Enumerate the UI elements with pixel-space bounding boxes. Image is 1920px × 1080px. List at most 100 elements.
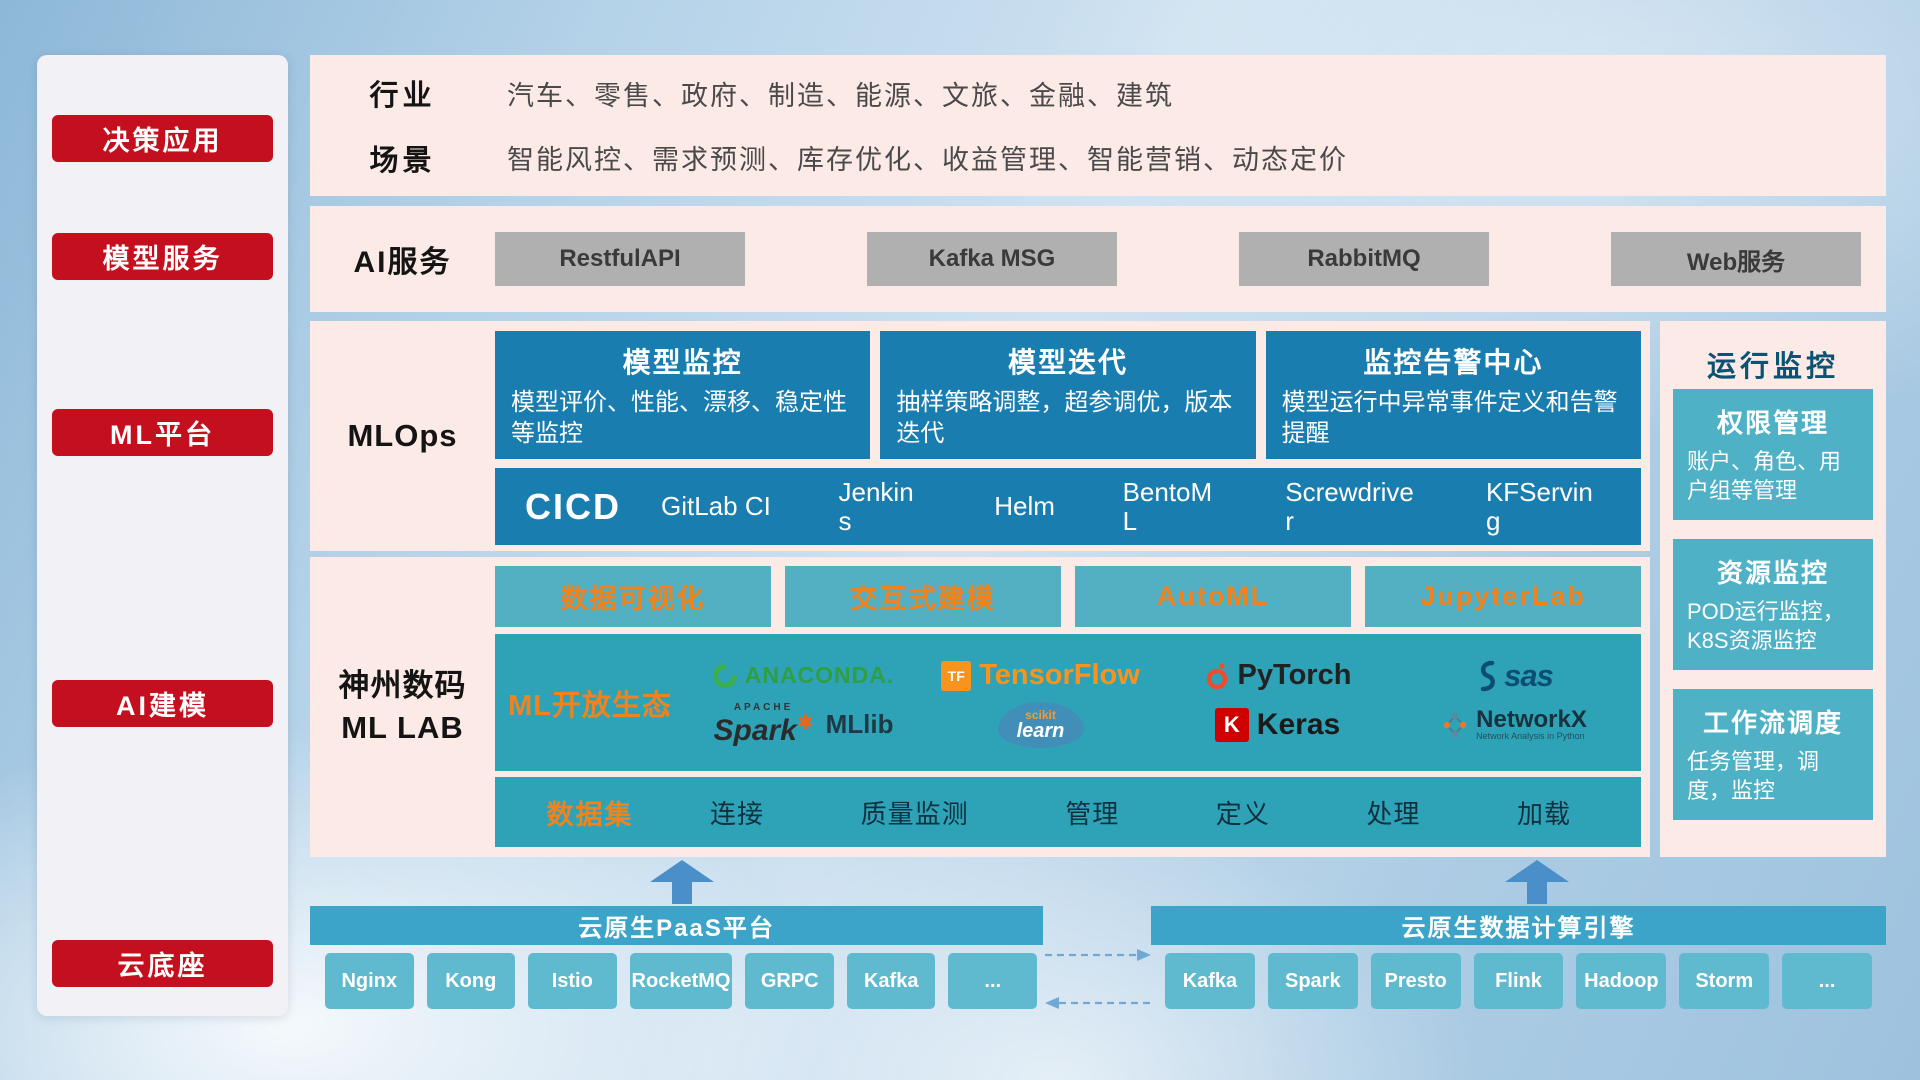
mlops-label: MLOps — [347, 418, 458, 454]
card-desc: 模型运行中异常事件定义和告警提醒 — [1281, 389, 1618, 448]
chip-storm: Storm — [1679, 953, 1770, 1009]
card-title: 模型监控 — [622, 347, 743, 378]
btn-interactive-modeling: 交互式建模 — [785, 566, 1061, 627]
card-title: 权限管理 — [1716, 408, 1829, 438]
scikit-text: scikit — [1025, 707, 1056, 722]
sidebar-item-ai-modeling: AI建模 — [52, 680, 273, 727]
chip-grpc: GRPC — [745, 953, 834, 1009]
dashed-right-arrow-icon — [1045, 949, 1151, 961]
chip-flink: Flink — [1473, 953, 1564, 1009]
service-restfulapi: RestfulAPI — [495, 232, 745, 286]
card-desc: 任务管理，调度，监控 — [1687, 749, 1820, 803]
mllab-label: 神州数码 ML LAB — [310, 557, 495, 857]
ai-service-label: AI服务 — [353, 246, 452, 279]
chip-kafka: Kafka — [846, 953, 936, 1009]
dataset-items: 连接 质量监测 管理 定义 处理 加载 — [685, 794, 1641, 831]
dataset-item-quality: 质量监测 — [860, 798, 969, 829]
dataset-item-manage: 管理 — [1065, 798, 1120, 829]
spark-mllib-logo: APACHE Spark✱ MLlib — [685, 703, 922, 746]
card-desc: 模型评价、性能、漂移、稳定性等监控 — [511, 389, 847, 448]
card-workflow-scheduler: 工作流调度 任务管理，调度，监控 — [1673, 689, 1873, 820]
service-kafka-msg: Kafka MSG — [867, 232, 1117, 286]
sidebar-item-ml-platform: ML平台 — [52, 409, 273, 456]
ml-ecosystem-logos: ANACONDA. TF TensorFlow PyTorch — [685, 658, 1641, 748]
spark-star-icon: ✱ — [796, 712, 814, 734]
mllib-wordmark: MLlib — [825, 709, 894, 739]
data-engine-chips: Kafka Spark Presto Flink Hadoop Storm ..… — [1165, 953, 1873, 1009]
pytorch-wordmark: PyTorch — [1237, 659, 1352, 691]
card-desc: 抽样策略调整，超参调优，版本迭代 — [896, 389, 1233, 448]
scene-value: 智能风控、需求预测、库存优化、收益管理、智能营销、动态定价 — [507, 145, 1348, 176]
industry-line: 行业 汽车、零售、政府、制造、能源、文旅、金融、建筑 — [310, 61, 1886, 126]
anaconda-logo: ANACONDA. — [685, 658, 922, 693]
industry-scene-panel: 行业 汽车、零售、政府、制造、能源、文旅、金融、建筑 场景 智能风控、需求预测、… — [310, 55, 1886, 196]
mlops-panel: MLOps 模型监控 模型评价、性能、漂移、稳定性等监控 模型迭代 抽样策略调整… — [310, 321, 1650, 551]
card-model-monitoring: 模型监控 模型评价、性能、漂移、稳定性等监控 — [495, 331, 871, 459]
chip-more: ... — [948, 953, 1037, 1009]
up-arrow-icon — [1505, 860, 1569, 904]
pytorch-logo: PyTorch — [1159, 659, 1396, 692]
scene-label: 场景 — [369, 144, 436, 177]
btn-automl: AutoML — [1075, 566, 1351, 627]
btn-jupyterlab: JupyterLab — [1365, 566, 1641, 627]
cicd-label: CICD — [525, 485, 621, 527]
spark-wordmark: APACHE Spark✱ — [713, 703, 813, 746]
networkx-logo: NetworkX Network Analysis in Python — [1396, 707, 1633, 742]
card-resource-monitor: 资源监控 POD运行监控，K8S资源监控 — [1673, 539, 1873, 670]
sidebar-item-model-service: 模型服务 — [52, 233, 273, 280]
ml-ecosystem-label: ML开放生态 — [508, 689, 672, 722]
ml-ecosystem-panel: ML开放生态 ANACONDA. TF TensorFlow PyTorch — [495, 634, 1641, 771]
card-title: 资源监控 — [1716, 558, 1829, 588]
dataset-item-connect: 连接 — [710, 798, 765, 829]
tool-screwdriver: Screwdriver — [1285, 476, 1414, 536]
networkx-wordmark: NetworkX Network Analysis in Python — [1476, 706, 1587, 742]
cicd-tools: GitLab CI Jenkins Helm BentoML Screwdriv… — [661, 478, 1641, 535]
anaconda-wordmark: ANACONDA. — [744, 662, 895, 688]
chip-kafka: Kafka — [1165, 953, 1255, 1009]
sidebar-item-decision-app: 决策应用 — [52, 115, 273, 162]
card-permission-mgmt: 权限管理 账户、角色、用户组等管理 — [1673, 389, 1873, 520]
networkx-icon — [1443, 712, 1467, 737]
dataset-bar: 数据集 连接 质量监测 管理 定义 处理 加载 — [495, 777, 1641, 847]
mlops-cards: 模型监控 模型评价、性能、漂移、稳定性等监控 模型迭代 抽样策略调整，超参调优，… — [495, 331, 1641, 459]
left-sidebar: 决策应用 模型服务 ML平台 AI建模 云底座 — [37, 55, 288, 1016]
networkx-subtitle: Network Analysis in Python — [1476, 731, 1585, 742]
runtime-monitor-title: 运行监控 — [1706, 351, 1839, 383]
dataset-label: 数据集 — [546, 799, 634, 830]
chip-istio: Istio — [528, 953, 617, 1009]
keras-logo: K Keras — [1159, 707, 1396, 742]
sas-logo: sas — [1396, 658, 1633, 694]
card-desc: POD运行监控，K8S资源监控 — [1687, 599, 1845, 653]
learn-text: learn — [1016, 719, 1065, 742]
tool-jenkins: Jenkins — [838, 476, 914, 536]
keras-wordmark: Keras — [1256, 707, 1341, 741]
tensorflow-logo: TF TensorFlow — [922, 659, 1159, 692]
data-engine-header: 云原生数据计算引擎 — [1151, 906, 1886, 945]
mllab-panel: 神州数码 ML LAB 数据可视化 交互式建模 AutoML JupyterLa… — [310, 557, 1650, 857]
dataset-item-load: 加载 — [1516, 798, 1571, 829]
tensorflow-wordmark: TensorFlow — [979, 659, 1140, 691]
up-arrow-icon — [650, 860, 714, 904]
keras-icon: K — [1214, 707, 1249, 742]
sas-icon — [1480, 660, 1496, 691]
scikit-learn-icon: scikit learn — [997, 701, 1084, 748]
mllab-top-buttons: 数据可视化 交互式建模 AutoML JupyterLab — [495, 566, 1641, 627]
card-alert-center: 监控告警中心 模型运行中异常事件定义和告警提醒 — [1265, 331, 1641, 459]
ai-service-panel: AI服务 RestfulAPI Kafka MSG RabbitMQ Web服务 — [310, 206, 1886, 312]
tool-bentoml: BentoML — [1122, 476, 1213, 536]
mllab-label-line1: 神州数码 — [338, 668, 467, 704]
dashed-left-arrow-icon — [1045, 997, 1151, 1009]
cicd-bar: CICD GitLab CI Jenkins Helm BentoML Scre… — [495, 468, 1641, 545]
chip-rocketmq: RocketMQ — [629, 953, 733, 1009]
tensorflow-icon: TF — [941, 660, 972, 691]
sidebar-item-cloud-base: 云底座 — [52, 940, 273, 987]
card-title: 模型迭代 — [1007, 347, 1128, 378]
spark-text: Spark✱ — [713, 712, 814, 747]
scikit-learn-logo: scikit learn — [922, 701, 1159, 748]
paas-chips: Nginx Kong Istio RocketMQ GRPC Kafka ... — [325, 953, 1037, 1009]
scene-line: 场景 智能风控、需求预测、库存优化、收益管理、智能营销、动态定价 — [310, 126, 1886, 191]
chip-hadoop: Hadoop — [1576, 953, 1667, 1009]
chip-presto: Presto — [1370, 953, 1461, 1009]
service-rabbitmq: RabbitMQ — [1239, 232, 1489, 286]
